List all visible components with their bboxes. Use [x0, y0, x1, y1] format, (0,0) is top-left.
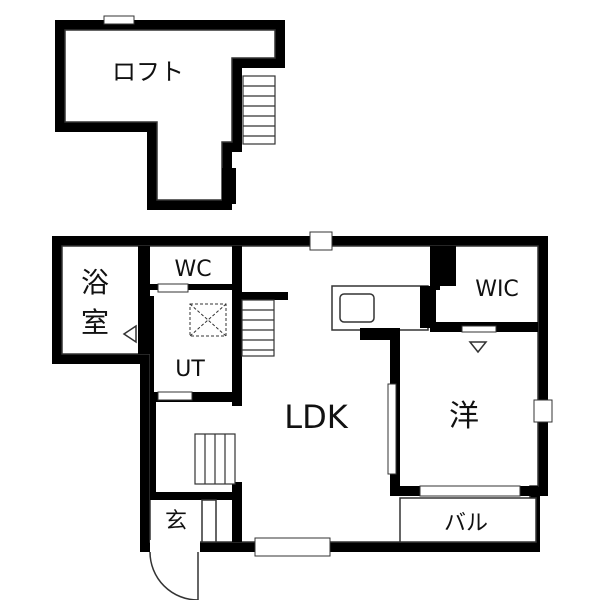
western-window-bottom [419, 485, 521, 497]
balcony-label: バル [444, 511, 488, 536]
ldk-room: LDK [284, 328, 400, 494]
entrance-door [149, 540, 200, 600]
entrance-door-gap [150, 540, 200, 554]
main-stairs-upper [241, 292, 288, 357]
kitchen [331, 285, 436, 331]
entrance-door-swing [149, 551, 199, 600]
wic-label: WIC [475, 277, 519, 302]
bath-door-marker [122, 324, 137, 344]
shoe-cabinet [201, 499, 217, 543]
ut-label: UT [175, 357, 205, 382]
wic-wall-left-upper [440, 246, 456, 286]
balcony: バル [399, 497, 537, 543]
wic-door [461, 325, 497, 333]
ut-door [157, 391, 193, 401]
western-label: 洋 [449, 399, 479, 434]
entrance-label: 玄 [165, 509, 187, 534]
ldk-label: LDK [284, 398, 348, 436]
western-door-left [387, 383, 397, 475]
kitchen-sink [339, 293, 375, 323]
bath-room: 浴 室 [81, 246, 150, 354]
loft-window [103, 15, 135, 25]
western-room: 洋 [390, 399, 538, 497]
ut-wall-left [150, 296, 154, 392]
wc-label: WC [174, 257, 211, 282]
loft-inner-wall [64, 29, 276, 201]
wic-room: WIC [430, 246, 538, 354]
main-stairs-lower [194, 433, 236, 485]
wic-wall-left [430, 246, 440, 290]
bath-label-line1: 浴 [81, 266, 109, 299]
ldk-bottom-window [254, 537, 331, 557]
bath-label-line2: 室 [81, 306, 109, 339]
loft-hatch [222, 168, 236, 204]
ldk-top-window [309, 231, 333, 251]
wic-door-marker [468, 341, 488, 354]
ldk-left-wall [232, 246, 242, 406]
wc-wall-bottom [150, 284, 240, 290]
loft-stairs [242, 75, 276, 145]
ut-wall-bottom [150, 392, 240, 402]
balcony-floor [399, 497, 537, 543]
wc-door [157, 283, 189, 293]
ut-room: UT [150, 296, 240, 402]
entrance-hall: 玄 [150, 402, 242, 543]
bath-wall-right [138, 246, 150, 354]
ldk-left-wall-lower [232, 482, 242, 542]
loft-label: ロフト [112, 58, 184, 86]
loft-room: ロフト [55, 15, 285, 210]
washer-drain-icon [189, 303, 227, 337]
hall-wall-top [150, 402, 156, 492]
western-right-window [533, 399, 553, 423]
stairs-landing-wall [242, 292, 288, 300]
entrance-wall-top [150, 492, 242, 500]
wc-room: WC [150, 257, 240, 293]
ldk-kitchen-wall [360, 328, 400, 340]
kitchen-counter-wall [420, 286, 436, 328]
